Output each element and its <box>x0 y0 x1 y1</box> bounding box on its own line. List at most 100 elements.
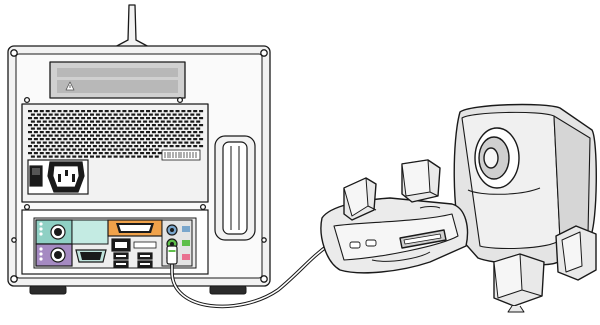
vent-slot <box>172 134 177 137</box>
vent-slot <box>81 131 86 134</box>
vent-slot <box>30 134 35 137</box>
vent-slot <box>134 124 139 127</box>
vent-slot <box>39 152 44 155</box>
vent-slot <box>175 145 180 148</box>
vent-slot <box>193 124 198 127</box>
vent-slot <box>92 124 97 127</box>
vent-slot <box>157 152 162 155</box>
vent-slot <box>181 124 186 127</box>
vent-slot <box>63 152 68 155</box>
vent-slot <box>143 113 148 116</box>
vent-slot <box>54 134 59 137</box>
vent-slot <box>45 152 50 155</box>
vent-slot <box>196 120 201 123</box>
vent-slot <box>187 117 192 120</box>
vent-slot <box>131 155 136 158</box>
vent-slot <box>104 110 109 113</box>
vent-slot <box>122 138 127 141</box>
satellite-speaker-center <box>401 159 441 203</box>
vent-slot <box>122 124 127 127</box>
vent-slot <box>181 110 186 113</box>
vent-slot <box>134 138 139 141</box>
vent-slot <box>33 138 38 141</box>
vent-slot <box>101 113 106 116</box>
vent-slot <box>110 145 115 148</box>
vent-slot <box>157 145 162 148</box>
vent-slot <box>175 124 180 127</box>
vent-slot <box>87 152 91 155</box>
vent-slot <box>72 134 77 137</box>
vent-slot <box>137 155 142 158</box>
vent-slot <box>113 155 118 158</box>
vent-slot <box>48 155 53 158</box>
vent-slot <box>160 113 165 116</box>
vent-slot <box>128 117 133 120</box>
vent-slot <box>98 110 103 113</box>
vent-slot <box>190 134 195 137</box>
vent-slot <box>45 131 50 134</box>
vent-slot <box>48 120 53 123</box>
vent-slot <box>95 127 100 130</box>
vent-slot <box>175 138 180 141</box>
vent-slot <box>63 124 68 127</box>
vent-slot <box>78 113 83 116</box>
vent-slot <box>169 110 174 113</box>
vent-slot <box>143 148 148 151</box>
vent-slot <box>42 155 47 158</box>
vent-slot <box>125 113 130 116</box>
vent-slot <box>169 117 174 120</box>
vent-slot <box>42 134 47 137</box>
vent-slot <box>66 148 71 151</box>
vent-slot <box>128 145 133 148</box>
vent-slot <box>184 113 189 116</box>
vent-slot <box>190 113 195 116</box>
vent-slot <box>63 131 68 134</box>
vent-slot <box>36 120 41 123</box>
vent-slot <box>169 124 174 127</box>
vent-slot <box>122 152 127 155</box>
vent-slot <box>199 138 204 141</box>
vent-slot <box>154 113 159 116</box>
vent-slot <box>154 134 159 137</box>
vent-slot <box>90 141 94 144</box>
vent-slot <box>181 117 186 120</box>
vent-slot <box>92 138 97 141</box>
vent-slot <box>30 155 35 158</box>
vent-slot <box>72 141 77 144</box>
vent-slot <box>78 148 83 151</box>
vent-slot <box>60 134 65 137</box>
vent-slot <box>148 134 153 137</box>
vent-slot <box>140 138 145 141</box>
vent-slot <box>166 113 171 116</box>
vent-slot <box>66 127 71 130</box>
vent-slot <box>54 113 59 116</box>
vent-slot <box>57 145 62 148</box>
vent-slot <box>48 113 53 116</box>
vent-slot <box>110 138 115 141</box>
vent-slot <box>33 152 38 155</box>
vent-slot <box>81 110 86 113</box>
vent-slot <box>28 131 32 134</box>
vent-slot <box>199 117 204 120</box>
vent-slot <box>81 124 86 127</box>
vent-slot <box>187 124 192 127</box>
vent-slot <box>45 138 50 141</box>
vent-slot <box>90 134 94 137</box>
vent-slot <box>63 138 68 141</box>
vent-slot <box>134 117 139 120</box>
vent-slot <box>95 141 100 144</box>
vent-slot <box>95 134 100 137</box>
vent-slot <box>157 124 162 127</box>
vent-slot <box>57 124 62 127</box>
vent-slot <box>154 120 159 123</box>
vent-slot <box>84 155 88 158</box>
vent-slot <box>113 148 118 151</box>
vent-slot <box>131 113 136 116</box>
vent-slot <box>42 113 47 116</box>
subwoofer-icon <box>453 103 597 266</box>
vent-slot <box>51 131 56 134</box>
vent-slot <box>119 148 124 151</box>
vent-slot <box>166 120 171 123</box>
vent-slot <box>95 120 100 123</box>
